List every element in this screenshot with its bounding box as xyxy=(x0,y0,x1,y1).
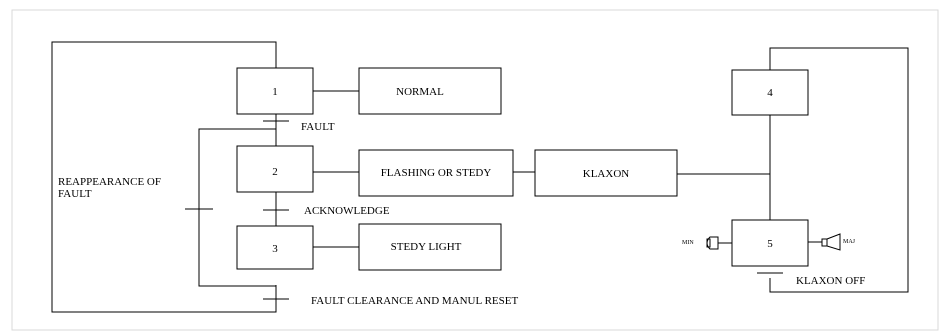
action-flashing: FLASHING OR STEDY xyxy=(358,149,514,197)
outer-loop-line xyxy=(51,41,277,313)
label-fault: FAULT xyxy=(301,121,335,133)
step-2-label: 2 xyxy=(272,166,278,178)
step-3-label: 3 xyxy=(272,243,278,255)
step-1: 1 xyxy=(236,67,314,115)
label-fault-clearance: FAULT CLEARANCE AND MANUL RESET xyxy=(311,295,518,307)
action-normal: NORMAL xyxy=(358,67,502,115)
action-stedy-light: STEDY LIGHT xyxy=(358,223,502,271)
step-2-box xyxy=(236,145,314,193)
label-klaxon-off: KLAXON OFF xyxy=(796,275,865,287)
label-maj: MAJ xyxy=(843,239,856,245)
step-3-box xyxy=(236,225,314,270)
action-flashing-label: FLASHING OR STEDY xyxy=(381,167,492,179)
label-acknowledge: ACKNOWLEDGE xyxy=(304,205,390,217)
action-stedy-light-box xyxy=(358,223,502,271)
step-2: 2 xyxy=(236,145,314,193)
step-5-label: 5 xyxy=(767,238,773,250)
label-reappearance-line1: REAPPEARANCE OF xyxy=(58,176,161,188)
action-normal-label: NORMAL xyxy=(396,86,444,98)
action-klaxon: KLAXON xyxy=(534,149,678,197)
right-loop-line xyxy=(769,47,909,293)
step-4: 4 xyxy=(731,69,809,116)
step-5: 5 xyxy=(731,219,809,267)
horn-maj-icon xyxy=(821,233,841,251)
step-1-label: 1 xyxy=(272,86,278,98)
action-klaxon-label: KLAXON xyxy=(583,168,629,180)
step-3: 3 xyxy=(236,225,314,270)
horn-min-icon xyxy=(706,236,719,250)
step-4-label: 4 xyxy=(767,87,773,99)
label-reappearance-line2: FAULT xyxy=(58,188,92,200)
step-1-box xyxy=(236,67,314,115)
inner-loop-line xyxy=(198,128,276,287)
step-4-box xyxy=(731,69,809,116)
action-klaxon-box xyxy=(534,149,678,197)
action-normal-box xyxy=(358,67,502,115)
step-5-box xyxy=(731,219,809,267)
action-stedy-light-label: STEDY LIGHT xyxy=(391,241,462,253)
action-flashing-box xyxy=(358,149,514,197)
label-min: MIN xyxy=(682,240,694,246)
